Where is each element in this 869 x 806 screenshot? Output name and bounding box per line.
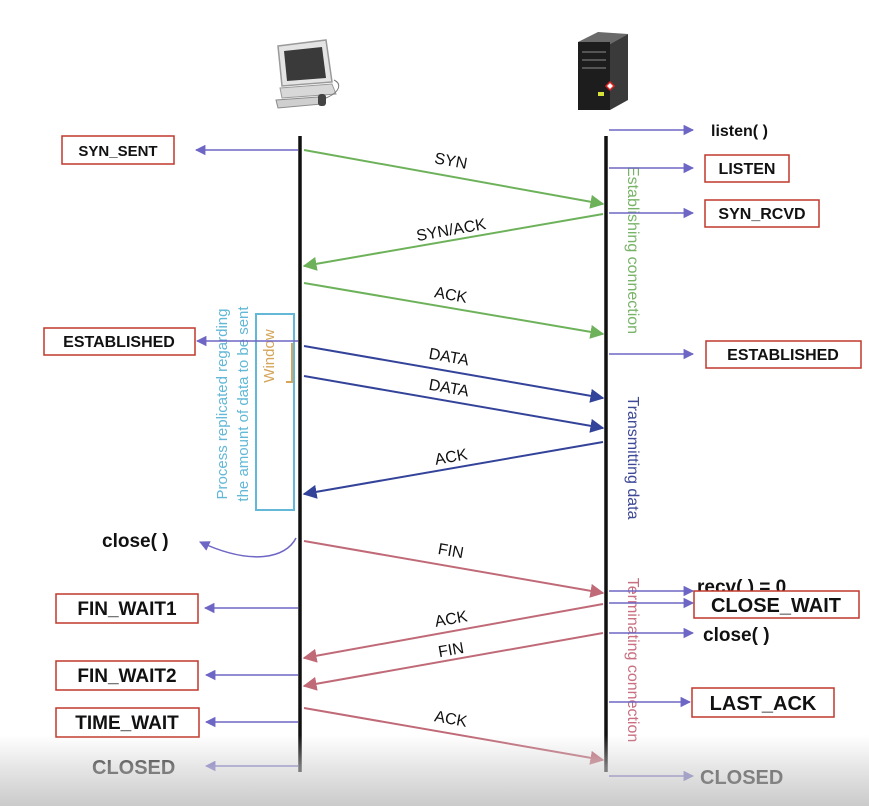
client-close-call: close( ) — [102, 531, 169, 552]
server-state-box-last-ack — [691, 687, 835, 718]
window-label: Window — [261, 329, 278, 383]
server-state-last-ack: LAST_ACK — [710, 693, 817, 715]
server-state-box-syn-rcvd — [704, 199, 820, 228]
message-fin1-arrow — [303, 540, 605, 598]
window-bracket — [286, 343, 293, 383]
phase-transmitting: Transmitting data — [624, 396, 641, 519]
message-data2-label: DATA — [427, 377, 470, 401]
server-state-syn-rcvd: SYN_RCVD — [718, 206, 805, 223]
client-state-box-established — [43, 327, 196, 356]
process-note-line2: the amount of data to be sent — [235, 306, 252, 502]
client-state-box-syn-sent — [61, 135, 175, 165]
client-state-time-wait: TIME_WAIT — [75, 713, 179, 734]
server-state-box-close-wait — [693, 590, 860, 619]
client-state-closed: CLOSED — [92, 757, 175, 779]
client-state-box-time-wait — [55, 707, 200, 738]
message-ack3-label: ACK — [434, 608, 470, 631]
message-data1-arrow — [303, 345, 605, 403]
client-state-box-fin-wait1 — [55, 593, 199, 624]
client-state-fin-wait1: FIN_WAIT1 — [77, 599, 177, 620]
message-ack2-label: ACK — [434, 446, 470, 469]
phase-terminating: Terminating connection — [624, 578, 641, 743]
message-syn-ack-arrow — [302, 213, 604, 271]
message-syn-arrow — [303, 149, 605, 209]
server-state-established: ESTABLISHED — [727, 347, 839, 364]
message-ack4-label: ACK — [433, 708, 469, 731]
message-fin1-label: FIN — [437, 541, 465, 562]
server-close-call: close( ) — [703, 625, 770, 646]
message-data1-label: DATA — [427, 346, 470, 370]
client-state-established: ESTABLISHED — [63, 334, 175, 351]
server-state-box-established — [705, 340, 862, 369]
message-syn-label: SYN — [433, 150, 468, 172]
server-state-closed: CLOSED — [700, 767, 783, 789]
server-state-box-listen — [704, 154, 790, 183]
message-data2-arrow — [303, 375, 605, 433]
message-fin2-label: FIN — [437, 640, 465, 661]
client-state-box-fin-wait2 — [55, 660, 199, 691]
server-listen-call: listen( ) — [711, 123, 768, 140]
message-ack1-label: ACK — [433, 284, 469, 307]
server-state-listen: LISTEN — [719, 161, 776, 178]
message-ack2-arrow — [302, 441, 604, 499]
client-state-fin-wait2: FIN_WAIT2 — [77, 666, 176, 687]
client-close-call-curve — [199, 537, 297, 558]
process-note-line1: Process replicated regarding — [214, 309, 231, 500]
phase-establishing: Establishing connection — [624, 166, 641, 334]
message-fin2-arrow — [302, 632, 604, 691]
server-state-close-wait: CLOSE_WAIT — [711, 595, 841, 617]
message-ack1-arrow — [303, 282, 605, 339]
message-ack3-arrow — [302, 603, 604, 663]
desktop-computer-icon — [275, 39, 340, 109]
server-tower-icon — [578, 32, 628, 110]
process-repeat-box — [255, 313, 295, 511]
client-state-syn-sent: SYN_SENT — [78, 143, 157, 160]
